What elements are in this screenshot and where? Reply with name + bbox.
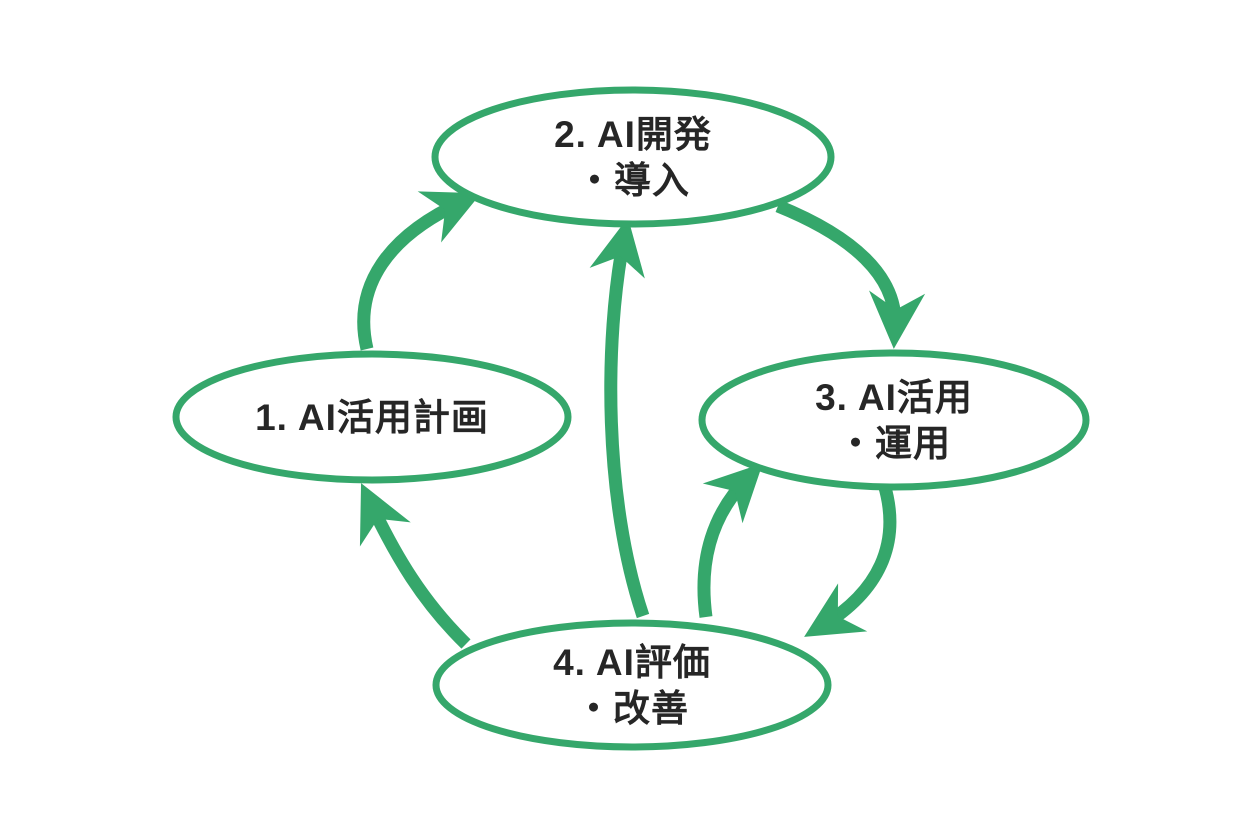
arrow-utilize-to-evaluate <box>804 482 897 637</box>
arrow-evaluate-to-utilize <box>697 463 763 618</box>
node-develop-label-line1: 2. AI開発 <box>554 114 712 155</box>
node-develop-ellipse <box>431 86 835 228</box>
arrow-plan-to-develop <box>357 191 482 351</box>
node-evaluate-label-line1: 4. AI評価 <box>553 642 711 683</box>
arrow-develop-to-utilize <box>775 199 926 349</box>
node-evaluate-label-line2: ・改善 <box>575 688 689 729</box>
node-utilize-label-line1: 3. AI活用 <box>815 377 973 418</box>
node-utilize-label-line2: ・運用 <box>837 423 951 464</box>
node-plan-label: 1. AI活用計画 <box>255 397 489 438</box>
node-develop-label-line2: ・導入 <box>576 160 690 201</box>
node-utilize-ellipse <box>698 349 1090 491</box>
arrow-evaluate-to-plan <box>359 483 471 649</box>
arrow-evaluate-to-develop <box>589 217 650 619</box>
node-plan-ellipse <box>172 350 572 484</box>
node-evaluate-ellipse <box>432 619 832 751</box>
